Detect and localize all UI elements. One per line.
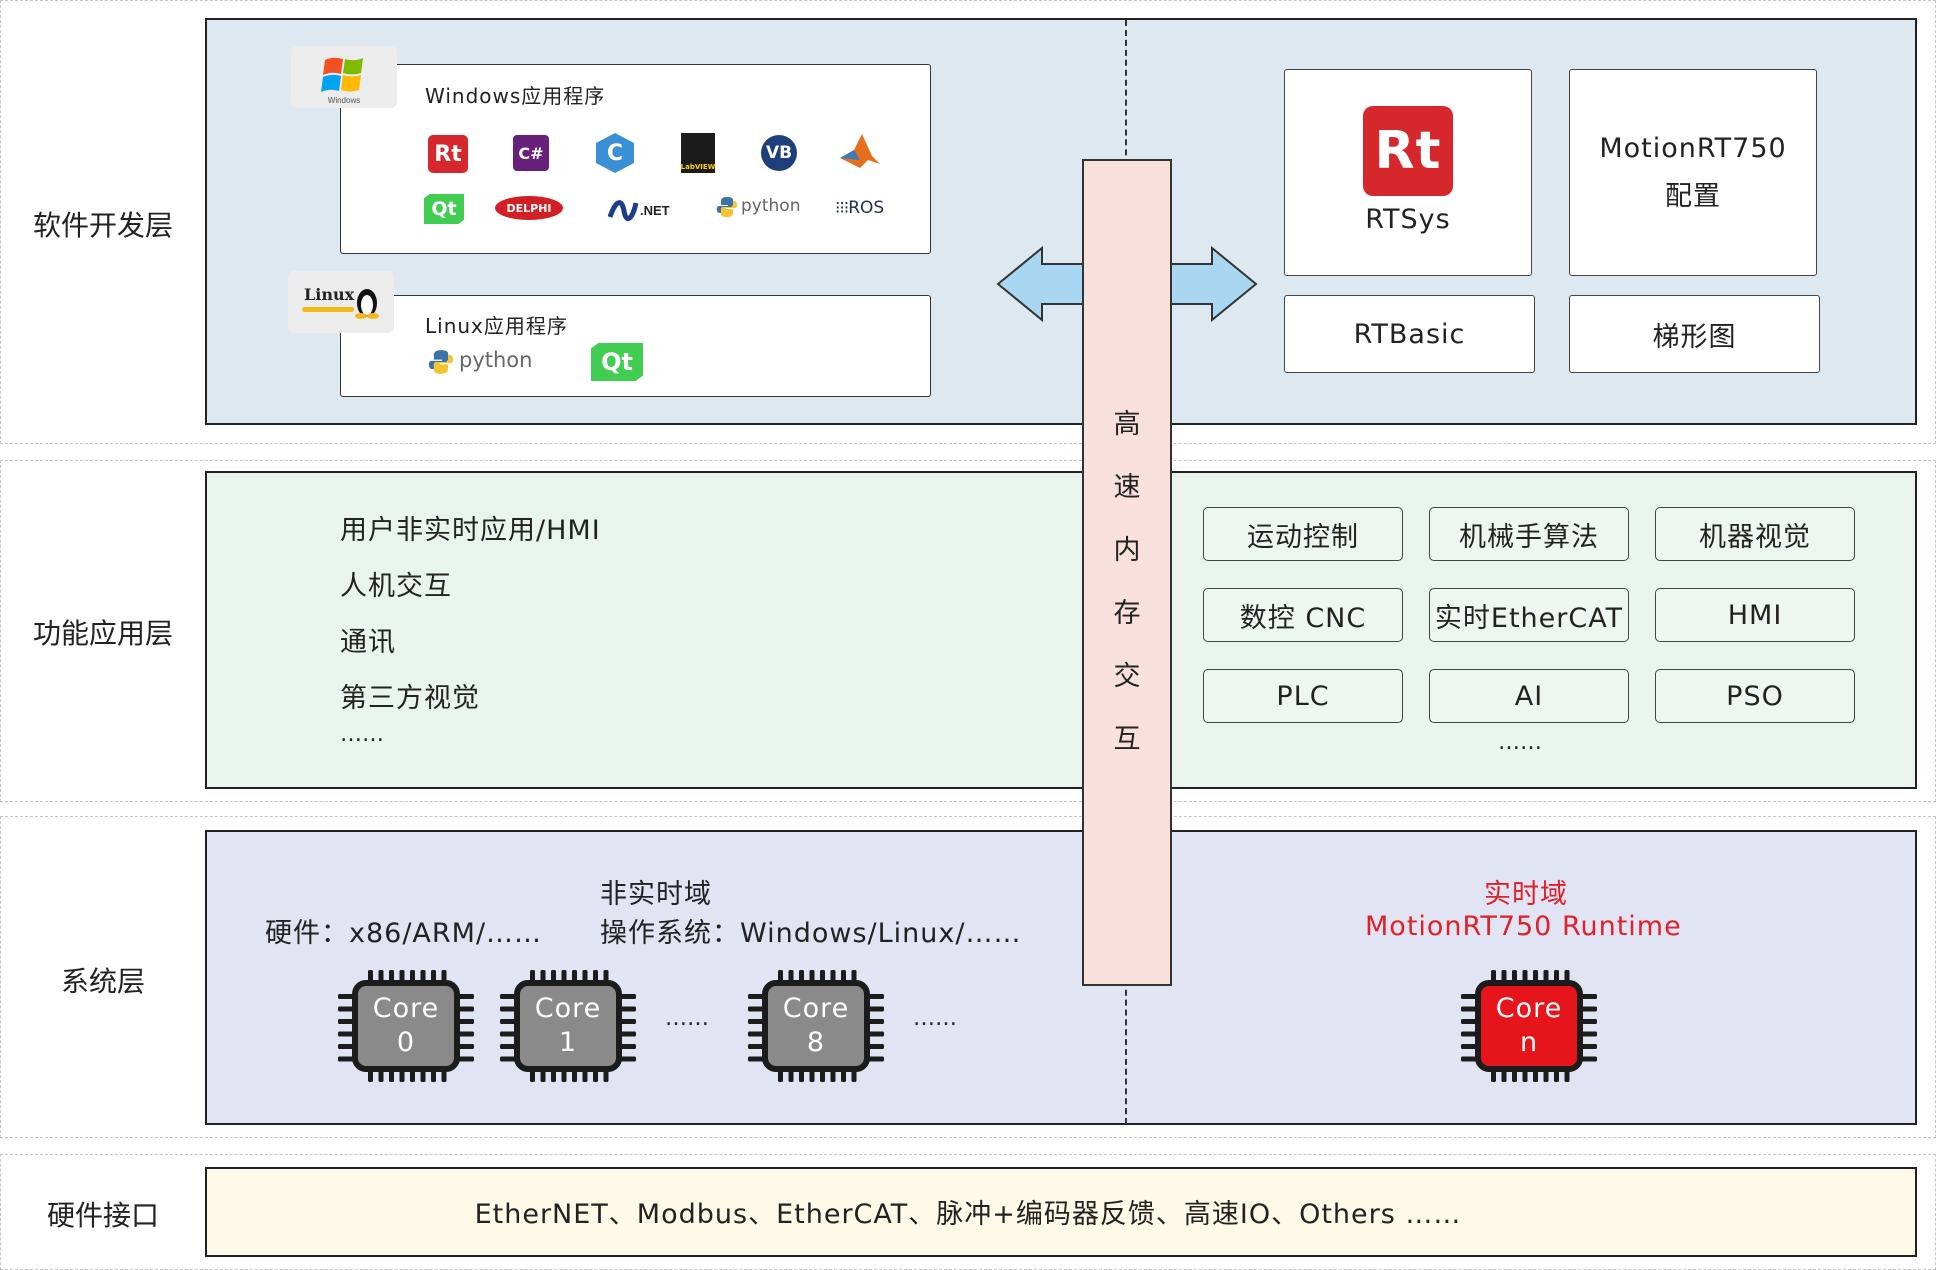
hardware-layer-label: 硬件接口 — [46, 1199, 159, 1232]
tux-icon — [355, 289, 379, 319]
software-layer-label: 软件开发层 — [32, 209, 173, 242]
ladder-diagram-card[interactable]: 梯形图 — [1569, 295, 1820, 373]
rt-runtime-label: MotionRT750 Runtime — [1365, 911, 1682, 942]
memory-char: 存 — [1113, 598, 1141, 629]
vb-logo-icon: VB — [761, 135, 797, 171]
memory-char: 内 — [1113, 535, 1141, 566]
linux-qt-logo-icon: Qt — [591, 343, 643, 381]
nonrt-function-item: 人机交互 — [340, 571, 452, 602]
rt-function-box[interactable]: HMI — [1655, 588, 1855, 642]
rt-function-ellipsis: …… — [1498, 730, 1542, 755]
core-label: Core — [534, 993, 602, 1024]
core-chip: Core 0 — [338, 970, 474, 1082]
windows-badge-text: Windows — [328, 96, 360, 105]
core-chip: Core 1 — [500, 970, 636, 1082]
delphi-logo-icon: DELPHI — [495, 196, 563, 220]
config-label-line2: 配置 — [1665, 180, 1721, 212]
windows-logo-icon: Windows — [321, 57, 363, 105]
linux-badge: Linux — [288, 271, 394, 333]
nonrt-function-item: 第三方视觉 — [340, 683, 480, 714]
nonrt-function-item: 通讯 — [340, 627, 396, 658]
rt-function-box[interactable]: AI — [1429, 669, 1629, 723]
rt-function-box[interactable]: 机器视觉 — [1655, 507, 1855, 561]
rt-core-number: n — [1519, 1027, 1539, 1058]
core-label: Core — [372, 993, 440, 1024]
ros-logo-icon: ⁝⁝⁝ROS — [835, 198, 885, 218]
rt-domain-title: 实时域 — [1484, 879, 1568, 910]
nonrt-function-item: 用户非实时应用/HMI — [340, 515, 601, 546]
high-speed-memory-bar: 高 速 内 存 交 互 — [1082, 159, 1172, 986]
rt-core-label: Core — [1495, 993, 1563, 1024]
hardware-interfaces-text: EtherNET、Modbus、EtherCAT、脉冲+编码器反馈、高速IO、O… — [474, 1199, 1462, 1230]
memory-char: 交 — [1113, 661, 1141, 692]
system-panel — [205, 830, 1917, 1125]
nonrt-function-ellipsis: …… — [340, 722, 384, 747]
core-label: Core — [782, 993, 850, 1024]
rt-function-box[interactable]: 运动控制 — [1203, 507, 1403, 561]
rt-function-box[interactable]: PSO — [1655, 669, 1855, 723]
os-line: 操作系统：Windows/Linux/…… — [600, 918, 1022, 949]
linux-swoosh — [302, 307, 354, 312]
windows-apps-title: Windows应用程序 — [425, 84, 606, 108]
rt-function-box[interactable]: 实时EtherCAT — [1429, 588, 1629, 642]
memory-char: 高 — [1113, 409, 1141, 440]
function-layer-label: 功能应用层 — [32, 617, 173, 650]
linux-apps-title: Linux应用程序 — [425, 314, 568, 338]
nonrt-domain-title: 非实时域 — [600, 879, 712, 910]
core-ellipsis: …… — [913, 1006, 957, 1031]
config-label-line1: MotionRT750 — [1599, 132, 1787, 164]
labview-logo-icon: LabVIEW — [681, 133, 715, 173]
rtsys-logo-icon: Rt — [1363, 106, 1453, 196]
core-number: 1 — [558, 1027, 578, 1058]
ros-logo-text: ROS — [848, 198, 885, 218]
svg-text:.NET: .NET — [640, 203, 670, 218]
memory-char: 互 — [1113, 724, 1141, 755]
rtbasic-logo-icon: Rt — [428, 135, 468, 173]
rt-core-chip: Core n — [1461, 970, 1597, 1082]
motionrt750-config-card[interactable]: MotionRT750 配置 — [1569, 69, 1817, 276]
qt-logo-icon: Qt — [424, 194, 464, 224]
windows-badge: Windows — [291, 46, 397, 108]
rt-function-box[interactable]: 数控 CNC — [1203, 588, 1403, 642]
rt-function-box[interactable]: PLC — [1203, 669, 1403, 723]
core-ellipsis: …… — [665, 1006, 709, 1031]
rt-function-box[interactable]: 机械手算法 — [1429, 507, 1629, 561]
rtsys-label: RTSys — [1365, 204, 1451, 235]
core-number: 8 — [806, 1027, 826, 1058]
matlab-logo-icon — [838, 132, 882, 172]
csharp-logo-icon: C# — [513, 135, 549, 171]
rtbasic-card[interactable]: RTBasic — [1284, 295, 1535, 373]
memory-bar-text: 高 速 内 存 交 互 — [1084, 393, 1170, 771]
linux-python-logo-icon — [428, 349, 454, 375]
python-logo-icon — [716, 196, 738, 218]
dotnet-logo-icon: .NET — [607, 195, 678, 225]
core-number: 0 — [396, 1027, 416, 1058]
hardware-panel — [205, 1167, 1917, 1257]
core-chip: Core 8 — [748, 970, 884, 1082]
memory-char: 速 — [1113, 472, 1141, 503]
function-panel — [205, 471, 1917, 789]
linux-python-text: python — [459, 348, 533, 372]
python-logo-text: python — [741, 196, 801, 216]
hardware-line: 硬件：x86/ARM/…… — [265, 918, 543, 949]
linux-badge-text: Linux — [304, 285, 355, 304]
system-layer-label: 系统层 — [60, 965, 145, 998]
rtsys-card[interactable]: Rt RTSys — [1284, 69, 1532, 276]
